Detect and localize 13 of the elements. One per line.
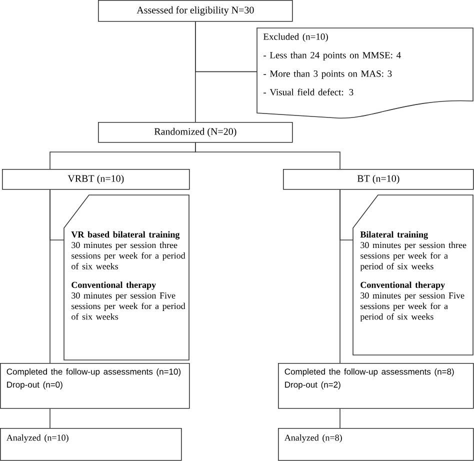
analysis-box: Analyzed (n=10)	[0, 428, 182, 461]
connector-line	[195, 142, 340, 170]
intervention-box: Bilateral training 30 minutes per session three sessions per week for a period of six weeks Conventional therapy 30 minutes per session Five sessions per week for a period of six weeks	[352, 194, 474, 356]
exclusion-box: Excluded (n=10) - Less than 24 points on MMSE: 4 - More than 3 points on MAS: 3 - Visual field defect: 3	[256, 28, 474, 118]
group-box: VRBT (n=10)	[2, 169, 190, 190]
connector-line	[195, 21, 258, 72]
group-box: BT (n=10)	[283, 169, 474, 190]
analysis-box: Analyzed (n=8)	[278, 428, 474, 461]
intervention-box: VR based bilateral training 30 minutes per session three sessions per week for a period of six weeks Conventional therapy 30 minutes per session Five sessions per week for a period of six weeks	[64, 194, 190, 360]
follow-up-box: Completed the follow-up assessments (n=8) Drop-out (n=2)	[278, 363, 474, 409]
follow-up-box: Completed the follow-up assessments (n=10) Drop-out (n=0)	[0, 363, 190, 409]
process-box: Randomized (N=20)	[98, 122, 293, 143]
process-box: Assessed for eligibility N=30	[98, 0, 293, 22]
